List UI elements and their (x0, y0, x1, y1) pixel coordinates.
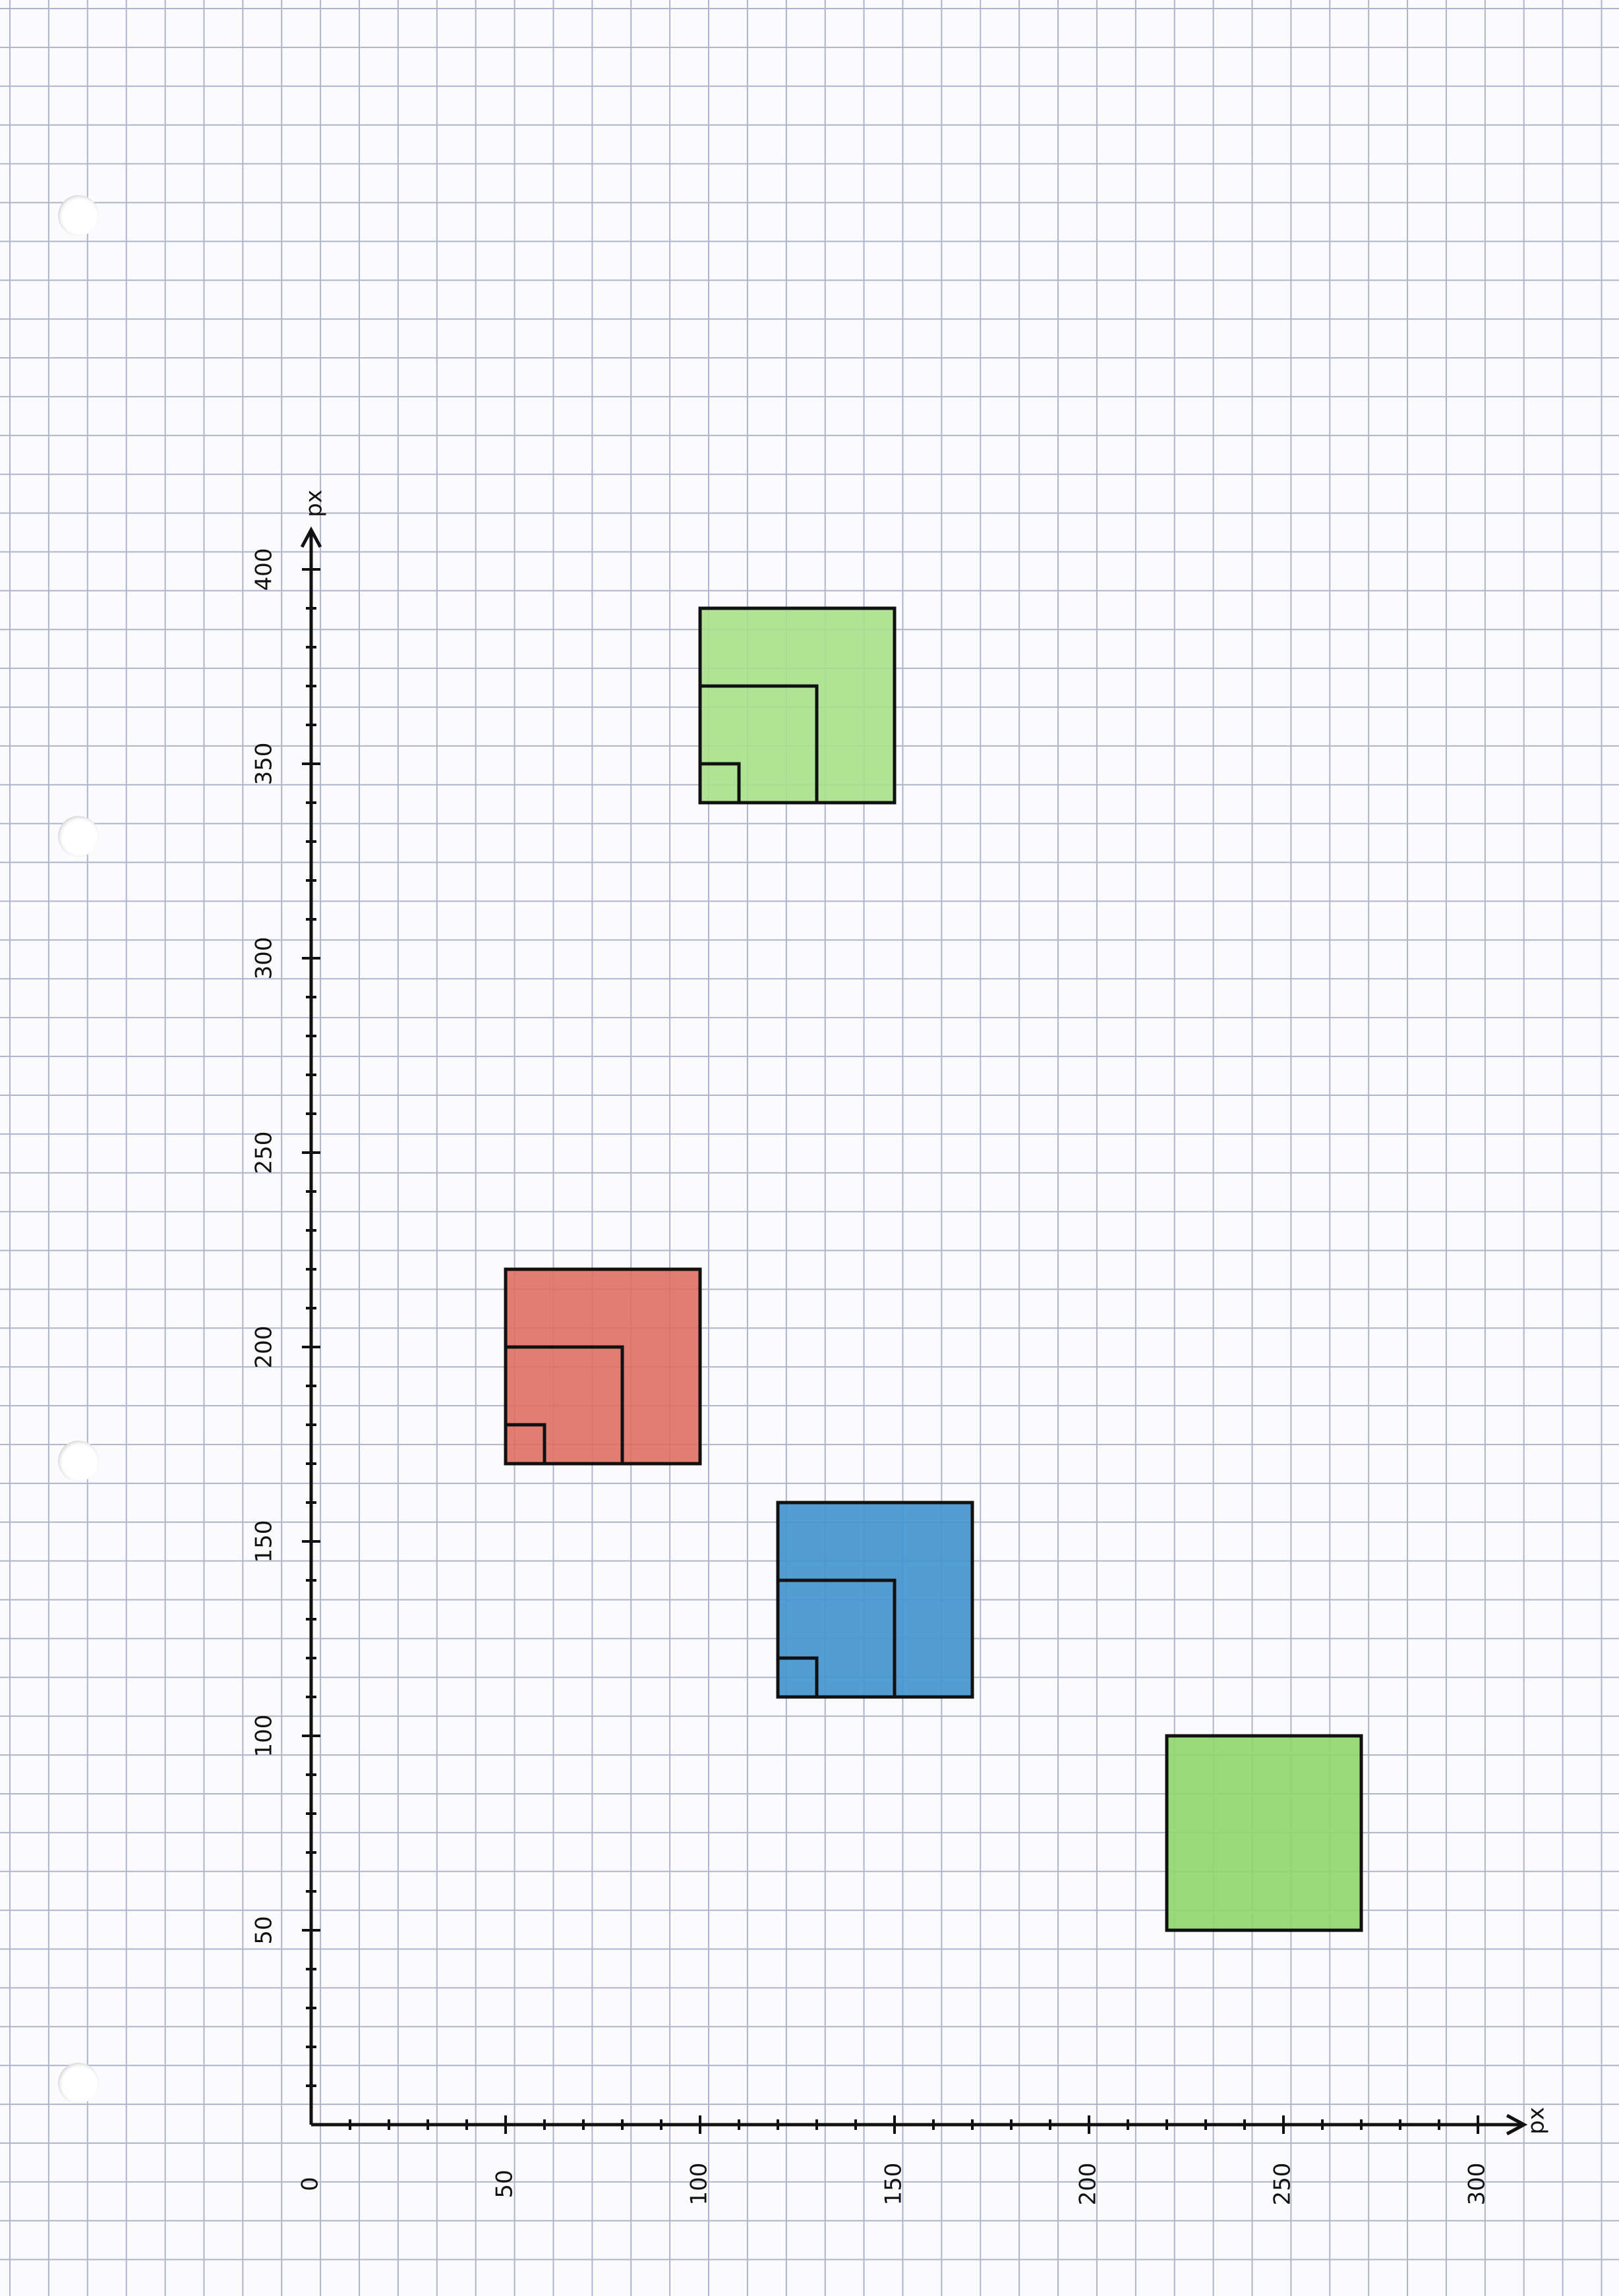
nested-square-outline (700, 762, 741, 803)
y-tick-label: 200 (251, 1326, 278, 1369)
nested-square-outline (506, 1345, 624, 1464)
x-tick-label: 0 (297, 2177, 324, 2191)
square-group (1165, 1734, 1363, 1932)
y-axis-unit-label: px (301, 490, 328, 517)
y-tick-label: 150 (251, 1520, 278, 1563)
x-tick-label: 100 (686, 2163, 713, 2206)
filled-square (776, 1501, 974, 1699)
punch-hole (58, 816, 99, 857)
punch-hole (58, 1441, 99, 1481)
nested-square-outline (700, 684, 819, 803)
squares-layer (504, 606, 1363, 1932)
axes-layer (300, 526, 1528, 2136)
punch-hole (58, 2063, 99, 2104)
y-tick-label: 100 (251, 1715, 278, 1758)
filled-square (504, 1267, 702, 1466)
y-tick-label: 400 (251, 548, 278, 591)
x-axis-unit-label: px (1523, 2107, 1550, 2135)
x-tick-label: 300 (1464, 2163, 1490, 2206)
square-group (698, 606, 897, 805)
filled-square (698, 606, 897, 805)
y-tick-label: 300 (251, 937, 278, 980)
square-group (504, 1267, 702, 1466)
x-tick-label: 200 (1075, 2163, 1102, 2206)
nested-square-outline (778, 1578, 897, 1697)
labels-layer: 0 50 100 150 200 250 300 50 100 150 200 250 300 350 40… (251, 490, 1550, 2205)
nested-square-outline (778, 1656, 819, 1697)
square-group (776, 1501, 974, 1699)
y-tick-label: 250 (251, 1132, 278, 1174)
x-tick-label: 150 (881, 2163, 907, 2206)
y-tick-label: 50 (251, 1916, 278, 1944)
y-axis-arrowhead (300, 526, 322, 548)
x-tick-label: 50 (492, 2169, 518, 2198)
filled-square (1165, 1734, 1363, 1932)
y-tick-label: 350 (251, 743, 278, 786)
x-axis-arrowhead (1506, 2113, 1528, 2136)
x-tick-label: 250 (1270, 2163, 1296, 2206)
nested-square-outline (506, 1423, 546, 1464)
punch-hole (58, 195, 99, 236)
